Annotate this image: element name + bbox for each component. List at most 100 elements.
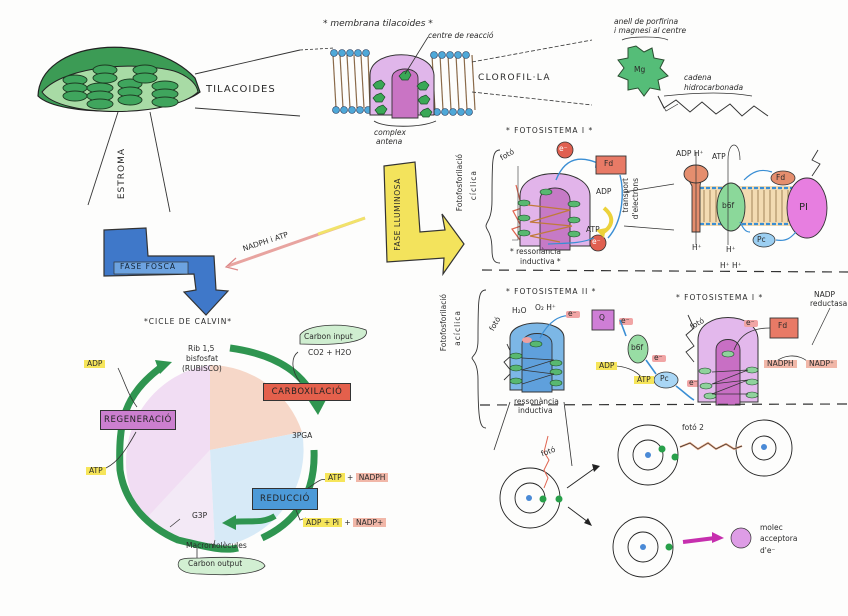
transport-label-1: transport	[621, 178, 630, 213]
nadp-reductase-label-1: NADP	[814, 290, 836, 299]
reduction-label: REDUCCIÓ	[260, 494, 310, 504]
atp-synthase-adp-label: ADP H⁺	[676, 149, 704, 158]
fd-small-label: Fd	[776, 173, 786, 182]
acyclic-electron-5: e⁻	[746, 318, 755, 327]
acyclic-electron-3: e⁻	[654, 353, 663, 362]
dark-phase-arrow	[103, 227, 230, 316]
acyclic-b6f-label: b6f	[631, 343, 644, 352]
atp-synthase-atp-label: ATP	[712, 152, 726, 161]
cyclic-side-label-1: Fotofosforilació	[455, 154, 464, 212]
atoms-excitation	[499, 419, 793, 578]
magnesium-label: Mg	[634, 65, 646, 74]
pc-small-label: Pc	[757, 235, 766, 244]
cyclic-side-label-2: cíclica	[469, 170, 478, 201]
rubp-label-1: Rib 1,5	[188, 344, 215, 353]
cyclic-photophosphorylation	[481, 141, 848, 273]
calvin-cycle-title: *CICLE DE CALVIN*	[144, 317, 233, 326]
hydrocarbon-chain-label-2: hidrocarbonada	[684, 83, 744, 92]
acyclic-side-label-2: acíclica	[453, 310, 462, 346]
acyclic-electron-4: e⁻	[689, 378, 698, 387]
acyclic-photophosphorylation	[471, 289, 848, 467]
chlorophyll-molecule	[617, 36, 769, 117]
cyclic-adp-label: ADP	[596, 187, 612, 196]
cyclic-electron-top: e⁻	[559, 144, 568, 153]
cyclic-electron-bottom: e⁻	[592, 237, 601, 246]
cyclic-resonance-label-1: * ressonància	[510, 247, 561, 256]
porphyrin-ring-label-2: i magnesi al centre	[614, 26, 687, 35]
porphyrin-ring-label-1: anell de porfirina	[614, 17, 679, 26]
acyclic-resonance-label-2: inductiva	[518, 406, 553, 415]
reduction-plus: +	[347, 473, 354, 482]
h-label-3: H⁺ H⁺	[720, 261, 742, 270]
acyclic-resonance-label-1: ressonància	[514, 397, 559, 406]
carboxylation-label: CARBOXILACIÓ	[271, 387, 343, 397]
regeneration-box: REGENERACIÓ	[100, 410, 176, 430]
estroma-label: ESTROMA	[117, 148, 127, 200]
dark-phase-label: FASE FOSCA	[120, 262, 176, 271]
light-phase-label: FASE LLUMINOSA	[393, 178, 402, 251]
transport-label-2: d'electrons	[631, 178, 640, 220]
thylakoid-membrane	[299, 36, 593, 127]
reduction-outputs-plus: +	[344, 518, 351, 527]
chlorophyll-label: CLOROFIL·LA	[478, 73, 551, 83]
acyclic-atp-label: ATP	[634, 375, 654, 385]
antenna-complex-label-2: antena	[376, 137, 403, 146]
acyclic-ps1-title: * FOTOSISTEMA I *	[676, 293, 764, 302]
nadph-atp-arrow	[224, 216, 366, 271]
light-phase-arrow	[383, 161, 465, 277]
antenna-complex-label-1: complex	[374, 128, 406, 137]
cyclic-resonance-label-2: inductiva *	[520, 257, 561, 266]
ps1-label: PI	[799, 202, 808, 213]
rubp-label-3: (RUBISCO)	[182, 364, 222, 373]
calvin-cycle	[105, 324, 367, 576]
nadp-reductase-label-2: reductasa	[810, 299, 848, 308]
electron-transport-membrane	[683, 144, 828, 248]
acyclic-side-label-1: Fotofosforilació	[439, 294, 448, 352]
carbon-output-label: Carbon output	[188, 559, 243, 568]
reaction-center-label: centre de reacció	[428, 31, 494, 40]
carboxylation-box: CARBOXILACIÓ	[263, 383, 351, 401]
reduction-nadph: NADPH	[355, 473, 389, 482]
reduction-inputs: ATP + NADPH	[325, 473, 389, 482]
atom-photon2-label: fotó 2	[682, 423, 704, 432]
hydrocarbon-chain-label-1: cadena	[684, 73, 712, 82]
acyclic-adp-label: ADP	[596, 361, 618, 371]
h-label-1: H⁺	[692, 243, 702, 252]
rubp-label-2: bisfosfat	[186, 354, 219, 363]
acyclic-pc-label: Pc	[660, 374, 669, 383]
g3p-label: G3P	[192, 511, 208, 520]
membrane-title: * membrana tilacoides *	[323, 19, 433, 29]
nadp-label: NADP⁺	[806, 359, 837, 369]
reduction-outputs: ADP + Pi + NADP+	[303, 518, 387, 527]
3pga-label: 3PGA	[292, 431, 313, 440]
cyclic-fd-label: Fd	[604, 159, 614, 168]
acyclic-electron-1: e⁻	[568, 309, 577, 318]
carbon-input-label: Carbon input	[304, 332, 353, 341]
reduction-adp-pi: ADP + Pi	[303, 518, 342, 527]
atp-label: ATP	[86, 466, 106, 476]
q-label: Q	[599, 313, 605, 322]
acceptor-label-2: acceptora	[760, 534, 798, 543]
acceptor-label-3: d'e⁻	[760, 546, 776, 555]
chloroplast	[37, 46, 301, 213]
acyclic-electron-2: e⁻	[621, 316, 630, 325]
macromolecules-label: Macromolècules	[186, 541, 247, 550]
cyclic-atp-label: ATP	[586, 225, 600, 234]
adp-label: ADP	[84, 359, 106, 369]
o2-h-label: O₂ H⁺	[535, 303, 556, 312]
acceptor-label-1: molec	[760, 523, 783, 532]
cyclic-ps1-title: * FOTOSISTEMA I *	[506, 126, 594, 135]
water-label: H₂O	[512, 306, 527, 315]
ps2-title: * FOTOSISTEMA II *	[506, 287, 597, 296]
h-label-2: H⁺	[726, 245, 736, 254]
reduction-nadp: NADP+	[353, 518, 387, 527]
b6f-label: b6f	[722, 201, 735, 210]
reduction-box: REDUCCIÓ	[252, 488, 318, 510]
acyclic-fd-label: Fd	[778, 321, 788, 330]
reduction-atp: ATP	[325, 473, 345, 482]
nadph-label: NADPH	[764, 359, 797, 369]
regeneration-label: REGENERACIÓ	[104, 415, 172, 425]
co2-h2o-label: CO2 + H2O	[308, 348, 352, 357]
tilacoides-label: TILACOIDES	[206, 84, 276, 95]
